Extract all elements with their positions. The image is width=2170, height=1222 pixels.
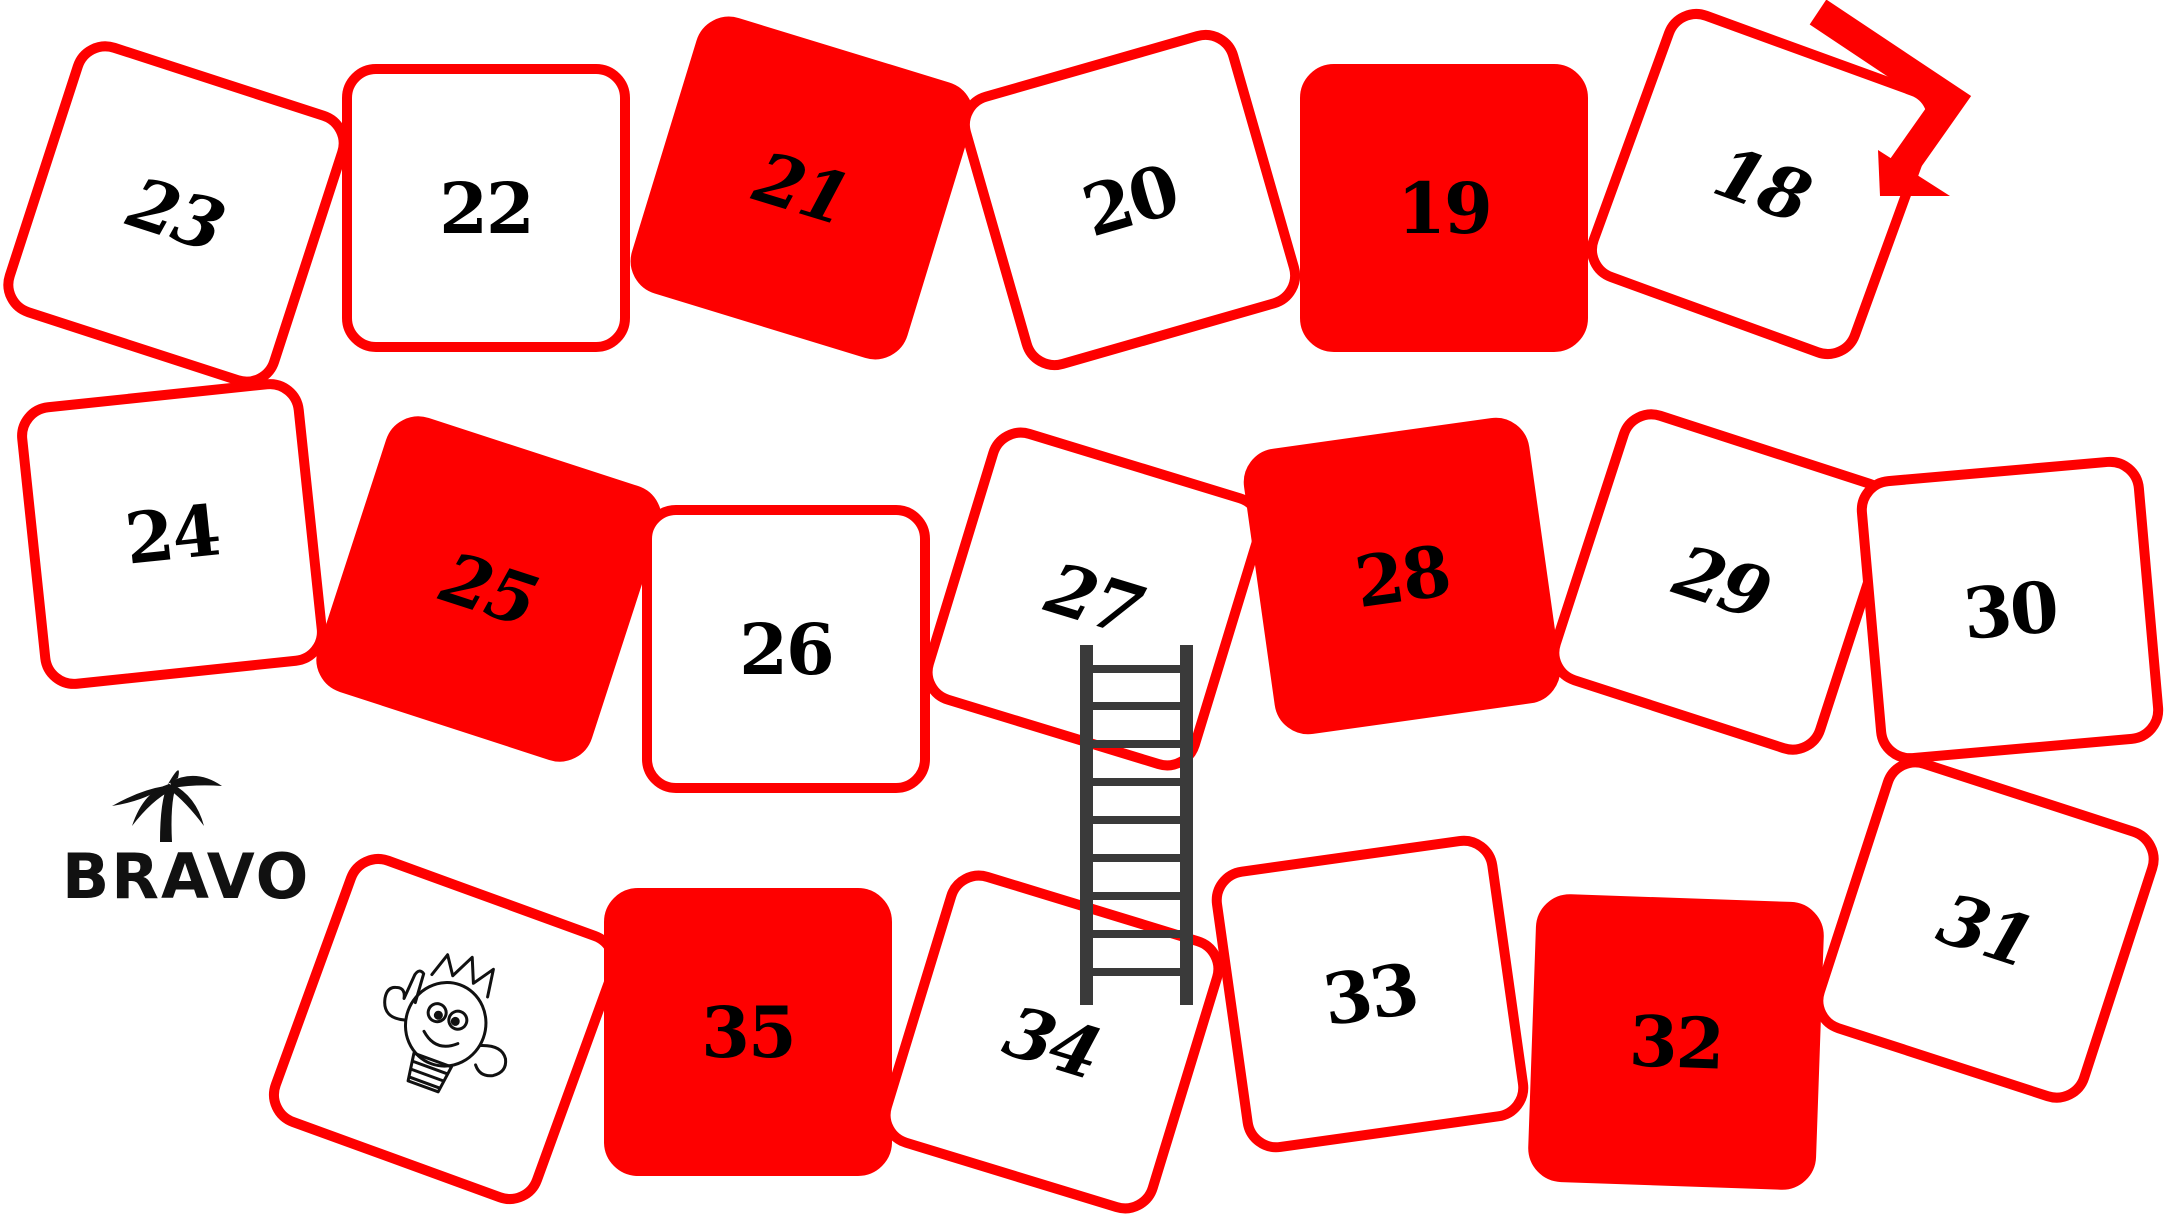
bravo-logo: BRAVO — [62, 840, 310, 913]
